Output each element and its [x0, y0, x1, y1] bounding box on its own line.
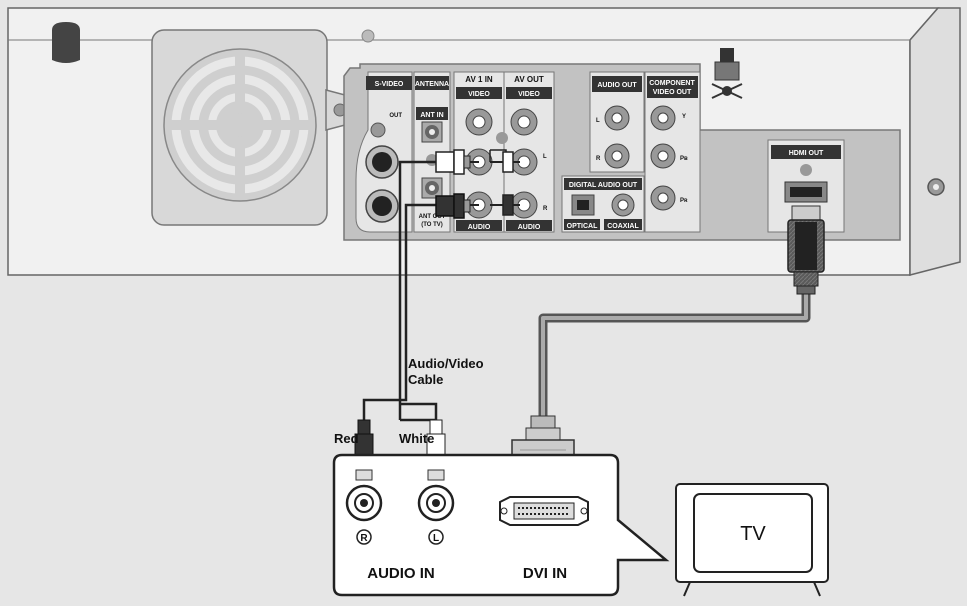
avout-plug-r — [490, 194, 520, 216]
ant-out-to-tv-label: (TO TV) — [421, 222, 443, 228]
svideo-out-label: OUT — [389, 113, 402, 119]
fan-vent — [151, 29, 351, 226]
hdmi-out-label: HDMI OUT — [789, 150, 824, 157]
side-screw-center — [933, 184, 939, 190]
r-circle-mark — [356, 529, 372, 545]
component-label: COMPONENT — [649, 80, 695, 87]
plug-white-label: White — [399, 431, 434, 446]
jack-l-mark: L — [433, 533, 439, 544]
tv-input-panel: R L AUDIO IN DVI IN — [332, 453, 670, 597]
av1-video-jack — [465, 108, 493, 136]
jack-r-mark: R — [360, 533, 368, 544]
coaxial-jack — [611, 193, 635, 217]
audio-in-r-jack — [345, 469, 383, 522]
avout-video-label: VIDEO — [518, 91, 540, 98]
av-plug-red-top — [435, 193, 479, 219]
audio-out-r-jack — [604, 143, 630, 169]
dvi-in-label: DVI IN — [523, 565, 567, 582]
audio-in-l-jack — [417, 469, 455, 522]
av1-audio-label: AUDIO — [468, 224, 491, 231]
digital-audio-out-label: DIGITAL AUDIO OUT — [569, 182, 638, 189]
top-screw — [361, 29, 375, 43]
antenna-label: ANTENNA — [415, 81, 449, 88]
comp-pr-mark: Pʀ — [680, 198, 688, 204]
avout-audio-r-jack — [510, 191, 538, 219]
digital-audio-block: DIGITAL AUDIO OUT OPTICAL COAXIAL — [561, 175, 645, 233]
svideo-block: S-VIDEO OUT — [355, 71, 413, 233]
hdmi-plug — [787, 205, 825, 295]
svideo-label: S-VIDEO — [375, 81, 404, 88]
ant-out-label: ANT OUT — [419, 214, 446, 220]
avout-plug-l — [490, 151, 520, 173]
audio-out-r-mark: R — [596, 156, 601, 162]
player-side-wall — [909, 7, 961, 276]
dvi-in-port — [499, 496, 589, 526]
rubber-foot — [52, 22, 80, 63]
player-rear-panel: S-VIDEO OUT ANTENNA ANT IN ANT OUT (TO T… — [7, 7, 961, 276]
av-out-label: AV OUT — [514, 75, 544, 84]
coaxial-label: COAXIAL — [607, 223, 639, 230]
audio-out-l-jack — [604, 105, 630, 131]
ant-in-label: ANT IN — [420, 112, 443, 119]
avout-l-mark: L — [543, 154, 547, 160]
optical-label: OPTICAL — [567, 223, 598, 230]
cable-label-line2: Cable — [408, 372, 443, 387]
component-video-out-label: VIDEO OUT — [653, 89, 692, 96]
component-pb-jack — [650, 143, 676, 169]
avout-audio-label: AUDIO — [518, 224, 541, 231]
l-circle-mark — [428, 529, 444, 545]
comp-pb-mark: Pʙ — [680, 156, 688, 162]
optical-jack — [571, 194, 595, 216]
av-plug-white-top — [435, 149, 479, 175]
audio-component-block: AUDIO OUT COMPONENT VIDEO OUT L R Y Pʙ P… — [589, 71, 701, 233]
tv-icon: TV — [675, 483, 829, 597]
avout-video-jack — [510, 108, 538, 136]
avout-r-mark: R — [543, 206, 548, 212]
audio-out-label: AUDIO OUT — [597, 82, 637, 89]
comp-y-mark: Y — [682, 114, 686, 120]
hdmi-dvi-cable — [511, 205, 825, 481]
av1-video-label: VIDEO — [468, 91, 490, 98]
tv-label: TV — [740, 523, 766, 545]
audio-in-label: AUDIO IN — [367, 565, 435, 582]
av1-in-label: AV 1 IN — [465, 75, 493, 84]
audio-out-l-mark: L — [596, 118, 600, 124]
av-block: AV 1 IN AV OUT VIDEO VIDEO L R AUDIO AUD… — [453, 71, 555, 233]
component-pr-jack — [650, 185, 676, 211]
component-y-jack — [650, 105, 676, 131]
plug-red-label: Red — [334, 431, 359, 446]
cable-clamp — [711, 48, 743, 99]
cable-label-line1: Audio/Video — [408, 356, 484, 371]
